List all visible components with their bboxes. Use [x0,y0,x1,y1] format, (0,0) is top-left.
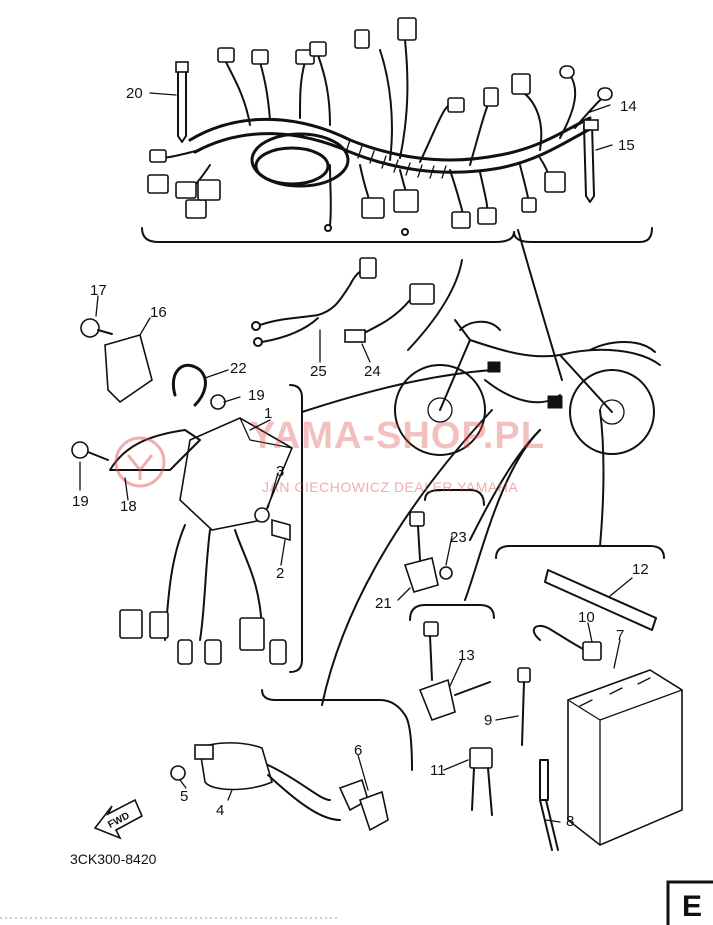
callout-numbers: 20 14 15 17 16 22 19 1 3 19 18 2 25 24 2… [72,85,649,830]
callout-4: 4 [216,802,224,819]
wire-harness [141,17,653,243]
callout-2: 2 [276,565,284,582]
motorcycle-silhouette [394,319,661,456]
callout-18: 18 [120,498,137,515]
leader-line [301,369,493,413]
callout-6: 6 [354,742,362,759]
callout-19-upper: 19 [248,387,265,404]
switch-group [409,429,541,816]
lead-24 [344,283,435,343]
ignition-coil-group [170,409,493,832]
callout-leaders [79,92,633,823]
callout-21: 20 [126,85,143,102]
drawing-code: 3CK300-8420 [70,851,157,867]
callout-8: 8 [566,813,574,830]
callout-5: 5 [180,788,188,805]
callout-24: 24 [364,363,381,380]
callout-16: 16 [150,304,167,321]
watermark-sub: JAN CIECHOWICZ DEALER YAMAHA [262,479,518,495]
callout-19-lower: 19 [72,493,89,510]
callout-22: 21 [375,595,392,612]
page-badge: E [666,880,713,925]
callout-3: 3 [276,463,284,480]
sub-wire-harness-25 [251,257,377,347]
callout-14: 14 [620,98,637,115]
watermark-main: YAMA-SHOP.PL [250,415,545,457]
callout-20: 22 [230,360,247,377]
forward-arrow: FWD [93,798,144,840]
callout-11: 11 [430,762,446,779]
band-clamp-15 [583,119,599,203]
battery-group [495,409,683,851]
callout-13: 13 [458,647,475,664]
page-badge-letter: E [682,890,702,923]
callout-1: 1 [264,405,272,422]
band-clamp-21 [175,61,189,143]
callout-10: 10 [578,609,595,626]
cdi-unit-group [71,318,303,673]
callout-9: 9 [484,712,492,729]
callout-15: 15 [618,137,635,154]
watermark-logo [114,436,166,488]
callout-25: 25 [310,363,327,380]
callout-17: 17 [90,282,107,299]
callout-23: 23 [450,529,467,546]
callout-12: 12 [632,561,649,578]
leader-line [517,229,563,381]
callout-7: 7 [616,627,624,644]
